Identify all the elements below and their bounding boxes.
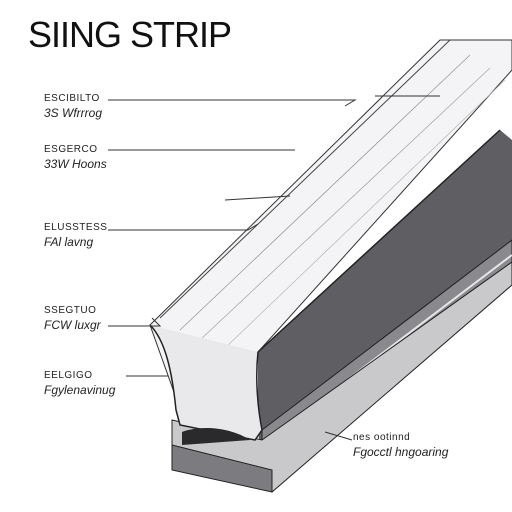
callout-label-1-line1: ESCIBILTO	[44, 93, 100, 104]
strip-profile-curve	[149, 324, 263, 441]
leader-line-extra-2	[224, 195, 291, 201]
callout-label-4: SSEGTUO FCW luxgr	[44, 304, 101, 332]
callout-label-1: ESCIBILTO 3S Wfrrrog	[44, 92, 102, 120]
callout-label-1-line2: 3S Wfrrrog	[44, 106, 103, 120]
strip-inner-edge	[257, 129, 501, 353]
strip-profile-slot	[182, 428, 250, 445]
leader-line-1	[108, 99, 357, 107]
leader-lines	[108, 95, 440, 441]
strip-top-edge-line	[159, 39, 451, 319]
callout-label-3: ELUSSTESS FAl lavng	[44, 221, 107, 249]
callout-label-5: EELGIGO Fgylenavinug	[44, 369, 115, 397]
strip-base-side	[171, 444, 273, 493]
callout-label-2: ESGERCO 33W Hoons	[44, 143, 107, 171]
callout-label-3-line2: FAl lavng	[44, 235, 94, 249]
leader-line-6	[324, 431, 353, 441]
callout-label-3-line1: ELUSSTESS	[44, 222, 108, 233]
callout-label-4-line1: SSEGTUO	[44, 305, 97, 316]
callout-label-2-line2: 33W Hoons	[44, 157, 107, 171]
callout-label-2-line1: ESGERCO	[44, 144, 98, 155]
leader-line-3	[108, 223, 259, 231]
strip-flange-line-2	[199, 67, 491, 341]
diagram-title: SIING STRIP	[28, 14, 232, 55]
callout-label-5-line1: EELGIGO	[44, 370, 93, 381]
callout-label-4-line2: FCW luxgr	[44, 318, 101, 332]
strip-flange-line-3	[224, 79, 506, 349]
callout-label-6-line2: Fgocctl hngoaring	[353, 445, 449, 459]
strip-flange-line-1	[179, 54, 471, 331]
callout-label-5-line2: Fgylenavinug	[44, 383, 116, 397]
leader-line-4	[108, 317, 162, 327]
callout-label-6-line1: nes ootinnd	[353, 432, 411, 443]
